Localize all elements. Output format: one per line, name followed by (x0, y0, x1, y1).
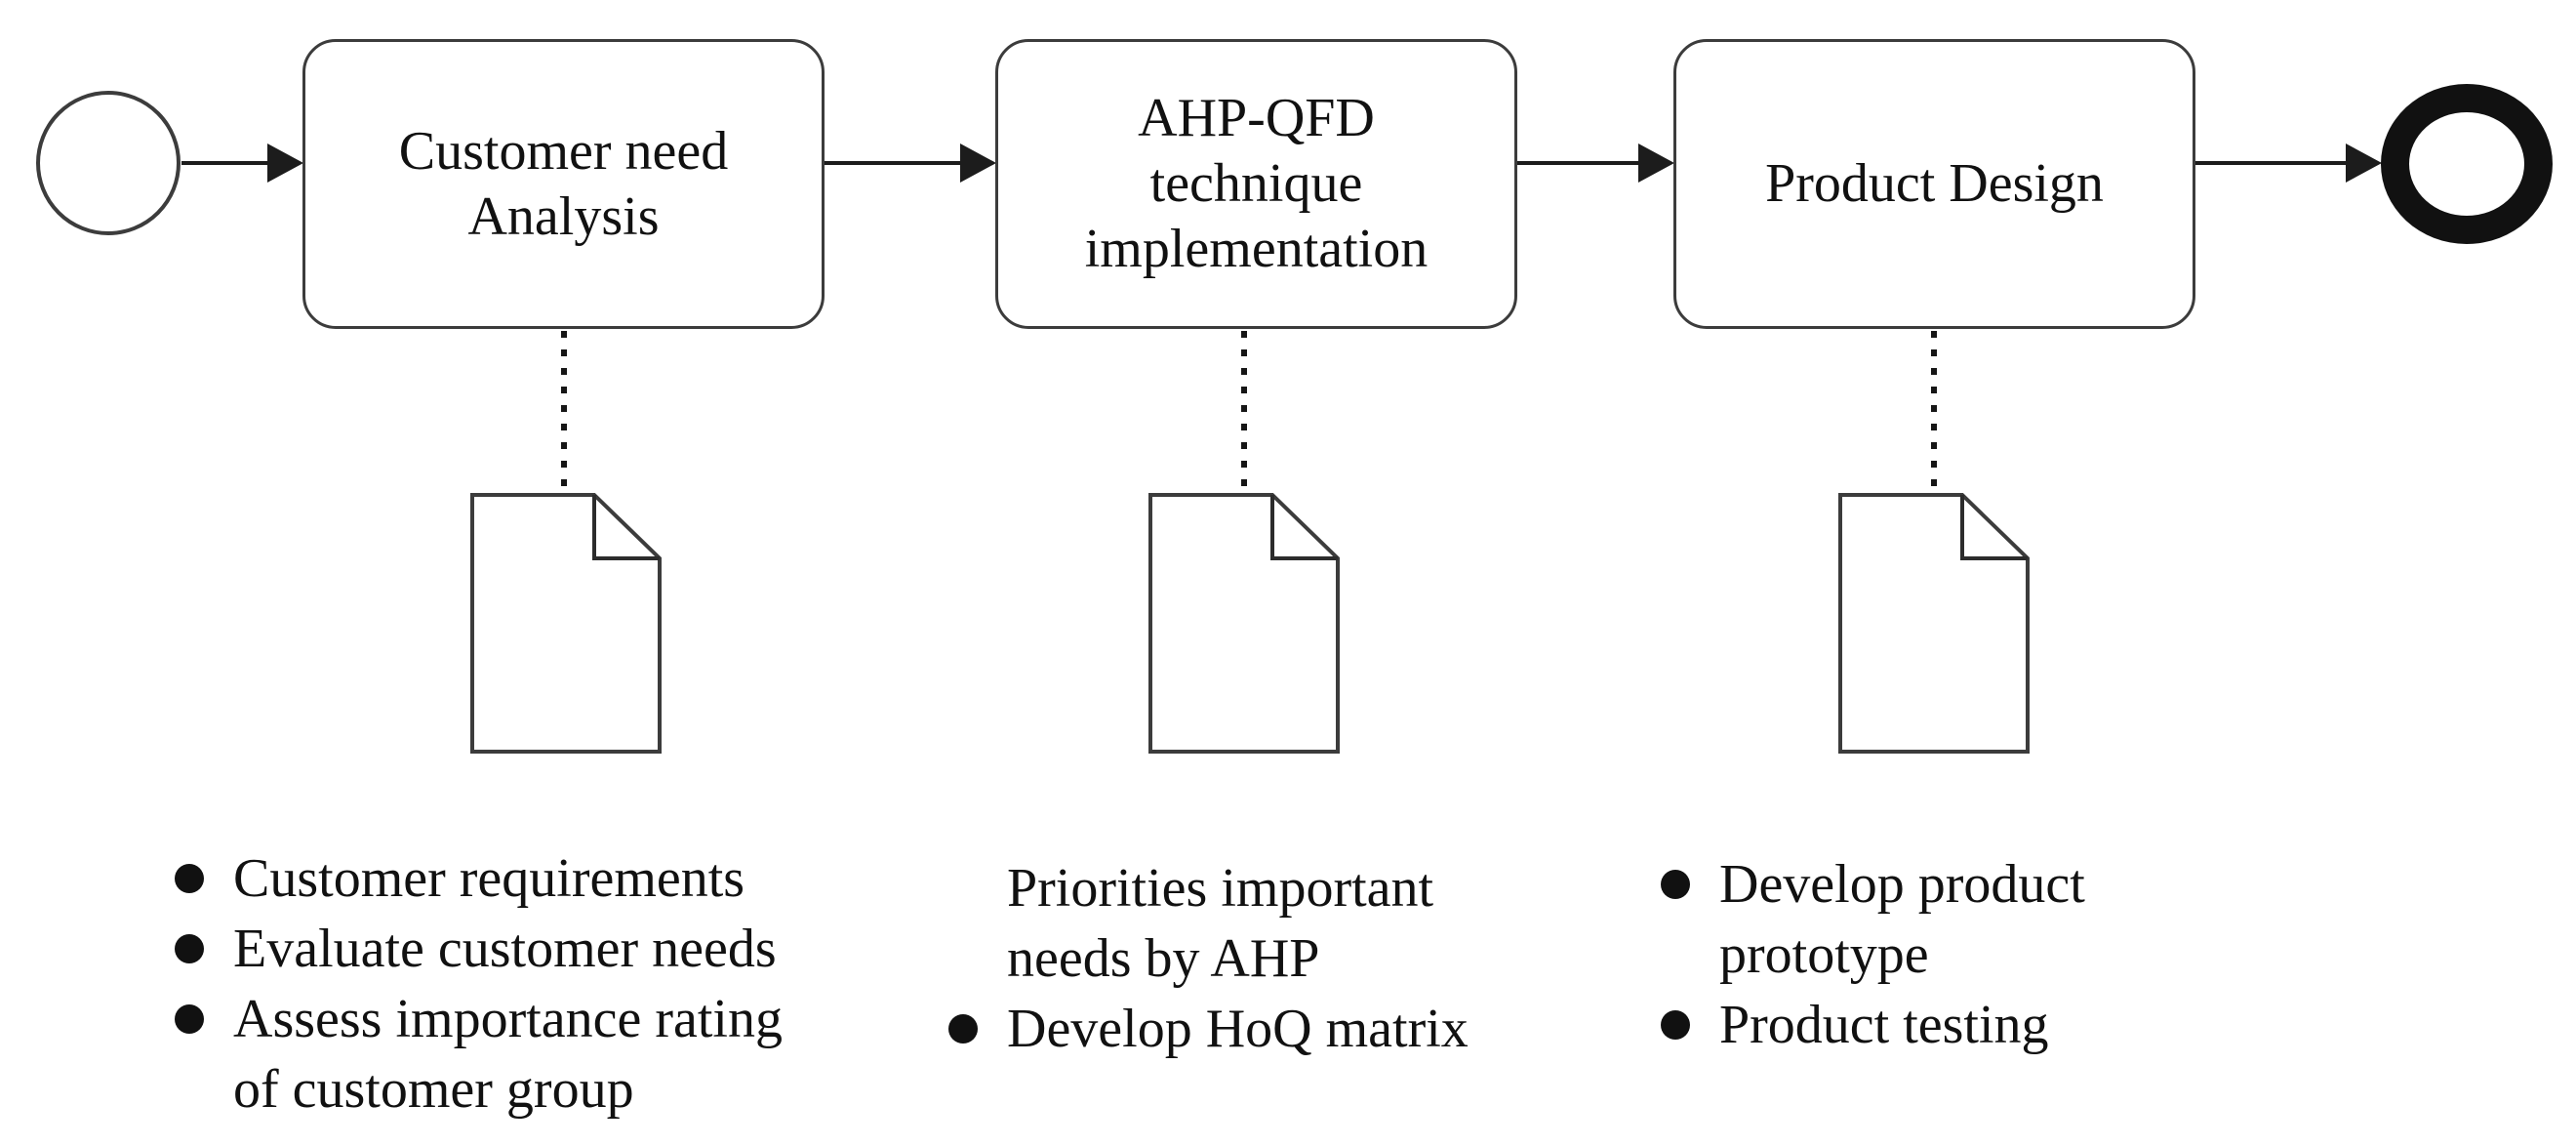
note-item: Product testing (1649, 990, 2195, 1060)
note-text: Priorities important needs by AHP (1007, 858, 1434, 989)
note-text: Evaluate customer needs (233, 919, 777, 979)
arrowhead-icon (2346, 143, 2382, 183)
task-label: Product Design (1765, 153, 2104, 214)
bullet-dot-icon (163, 914, 233, 963)
bullet-dot-icon (1649, 990, 1719, 1040)
bullet-dot-icon (1649, 849, 1719, 899)
end-event-circle-icon (2381, 84, 2553, 244)
note-text: Product testing (1719, 995, 2049, 1055)
bullet-dot-icon (163, 984, 233, 1034)
sequence-flow-line (2195, 161, 2348, 165)
task-product-design: Product Design (1673, 39, 2195, 329)
note-item: Develop HoQ matrix (937, 994, 1561, 1064)
note-list-ahp-qfd: Priorities important needs by AHP Develop… (937, 853, 1561, 1064)
document-icon (1838, 493, 2030, 754)
document-icon (1148, 493, 1340, 754)
task-ahp-qfd-technique-implementation: AHP-QFD technique implementation (995, 39, 1517, 329)
note-item: Develop product prototype (1649, 849, 2195, 990)
arrowhead-icon (1638, 143, 1674, 183)
data-association-dotted-line (561, 331, 567, 494)
task-label: AHP-QFD technique implementation (1084, 88, 1429, 279)
note-text: Develop product prototype (1719, 854, 2085, 985)
task-customer-need-analysis: Customer need Analysis (302, 39, 825, 329)
bullet-dot-icon (163, 843, 233, 893)
note-item: Evaluate customer needs (163, 914, 905, 984)
document-icon (470, 493, 662, 754)
start-event-circle-icon (36, 91, 181, 235)
note-text: Develop HoQ matrix (1007, 999, 1469, 1059)
bullet-dot-icon (937, 994, 1007, 1044)
task-label: Customer need Analysis (398, 120, 729, 247)
arrowhead-icon (960, 143, 996, 183)
sequence-flow-line (1517, 161, 1640, 165)
data-association-dotted-line (1931, 331, 1937, 494)
sequence-flow-line (181, 161, 269, 165)
note-item: Customer requirements (163, 843, 905, 914)
note-item: Assess importance rating of customer gro… (163, 984, 905, 1125)
data-association-dotted-line (1241, 331, 1247, 494)
note-item: Priorities important needs by AHP (937, 853, 1561, 994)
note-text: Customer requirements (233, 848, 745, 909)
arrowhead-icon (267, 143, 303, 183)
note-text: Assess importance rating of customer gro… (233, 989, 783, 1120)
sequence-flow-line (825, 161, 962, 165)
